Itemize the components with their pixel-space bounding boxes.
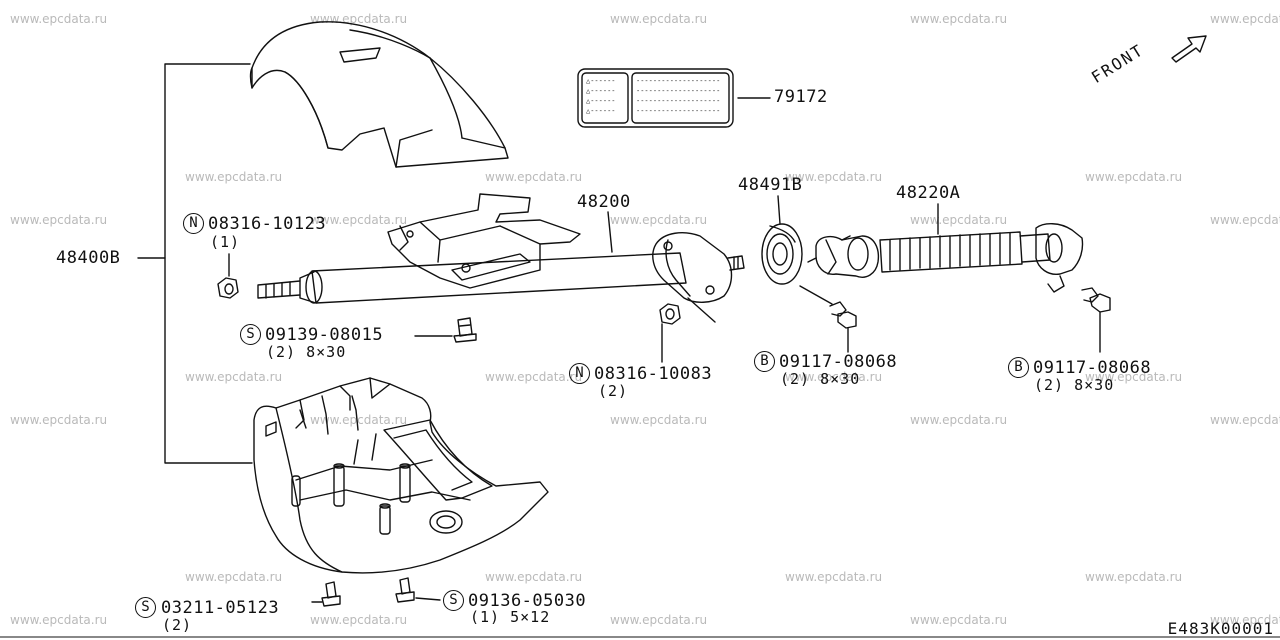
- prefix-badge: N: [183, 213, 204, 234]
- watermark: www.epcdata.ru: [610, 413, 708, 427]
- part-number: 09117-08068: [1033, 358, 1152, 378]
- assembly-bracket: [137, 63, 253, 464]
- label-79172: 79172: [774, 87, 828, 107]
- bolt-right: [1081, 287, 1111, 353]
- part-quantity: (2): [162, 616, 193, 634]
- prefix-badge: S: [135, 597, 156, 618]
- label-48400b: 48400B: [56, 248, 121, 268]
- watermark: www.epcdata.ru: [1085, 370, 1183, 384]
- part-quantity: (1) 5×12: [470, 608, 551, 626]
- bolt-joint: [799, 285, 857, 353]
- part-number: 08316-10123: [208, 214, 327, 234]
- watermark: www.epcdata.ru: [910, 213, 1008, 227]
- part-number: 08316-10083: [594, 364, 713, 384]
- watermark: www.epcdata.ru: [185, 370, 283, 384]
- watermark: www.epcdata.ru: [10, 613, 108, 627]
- watermark: www.epcdata.ru: [785, 370, 883, 384]
- watermark: www.epcdata.ru: [785, 570, 883, 584]
- watermark: www.epcdata.ru: [1210, 413, 1280, 427]
- sticker-lines: ----------------------------------------…: [636, 77, 721, 115]
- watermark: www.epcdata.ru: [10, 213, 108, 227]
- prefix-badge: B: [754, 351, 775, 372]
- watermark: www.epcdata.ru: [1085, 570, 1183, 584]
- watermark: www.epcdata.ru: [310, 413, 408, 427]
- watermark: www.epcdata.ru: [910, 413, 1008, 427]
- label-48220a: 48220A: [896, 183, 961, 203]
- prefix-badge: S: [240, 324, 261, 345]
- screw-cover2: [395, 577, 441, 603]
- label-48491b: 48491B: [738, 175, 803, 195]
- watermark: www.epcdata.ru: [185, 170, 283, 184]
- watermark: www.epcdata.ru: [910, 12, 1008, 26]
- watermark: www.epcdata.ru: [1210, 613, 1280, 627]
- part-quantity: (2) 8×30: [780, 370, 861, 388]
- watermark: www.epcdata.ru: [610, 12, 708, 26]
- watermark: www.epcdata.ru: [185, 570, 283, 584]
- universal-joint: [807, 203, 1084, 293]
- watermark: www.epcdata.ru: [610, 613, 708, 627]
- watermark: www.epcdata.ru: [10, 12, 108, 26]
- watermark: www.epcdata.ru: [785, 170, 883, 184]
- watermark: www.epcdata.ru: [485, 570, 583, 584]
- watermark: www.epcdata.ru: [610, 213, 708, 227]
- watermark: www.epcdata.ru: [485, 370, 583, 384]
- screw-mid: [414, 317, 477, 343]
- upper-column-cover: [249, 21, 509, 168]
- prefix-badge: N: [569, 363, 590, 384]
- diagram-code: E483K00001: [1167, 619, 1274, 638]
- prefix-badge: B: [1008, 357, 1029, 378]
- seal-ring: [761, 195, 803, 285]
- watermark: www.epcdata.ru: [10, 413, 108, 427]
- watermark: www.epcdata.ru: [310, 213, 408, 227]
- prefix-badge: S: [443, 590, 464, 611]
- part-quantity: (1): [210, 233, 241, 251]
- watermark: www.epcdata.ru: [1210, 12, 1280, 26]
- watermark: www.epcdata.ru: [1085, 170, 1183, 184]
- front-arrow-icon: [1171, 35, 1207, 63]
- watermark: www.epcdata.ru: [310, 613, 408, 627]
- sticker-lines: △------△------△------△------: [586, 77, 616, 115]
- part-number: 09136-05030: [468, 591, 587, 611]
- label-48200: 48200: [577, 192, 631, 212]
- watermark: www.epcdata.ru: [485, 170, 583, 184]
- part-quantity: (2) 8×30: [266, 343, 347, 361]
- steering-column: [257, 193, 745, 323]
- part-number: 03211-05123: [161, 598, 280, 618]
- part-number: 09117-08068: [779, 352, 898, 372]
- watermark: www.epcdata.ru: [910, 613, 1008, 627]
- watermark: www.epcdata.ru: [1210, 213, 1280, 227]
- lower-column-cover: [253, 377, 549, 574]
- nut-lower: [659, 303, 681, 363]
- part-number: 09139-08015: [265, 325, 384, 345]
- label-sticker: [577, 68, 771, 128]
- part-quantity: (2) 8×30: [1034, 376, 1115, 394]
- part-quantity: (2): [598, 382, 629, 400]
- screw-cover: [311, 581, 341, 607]
- nut-upper: [217, 253, 239, 299]
